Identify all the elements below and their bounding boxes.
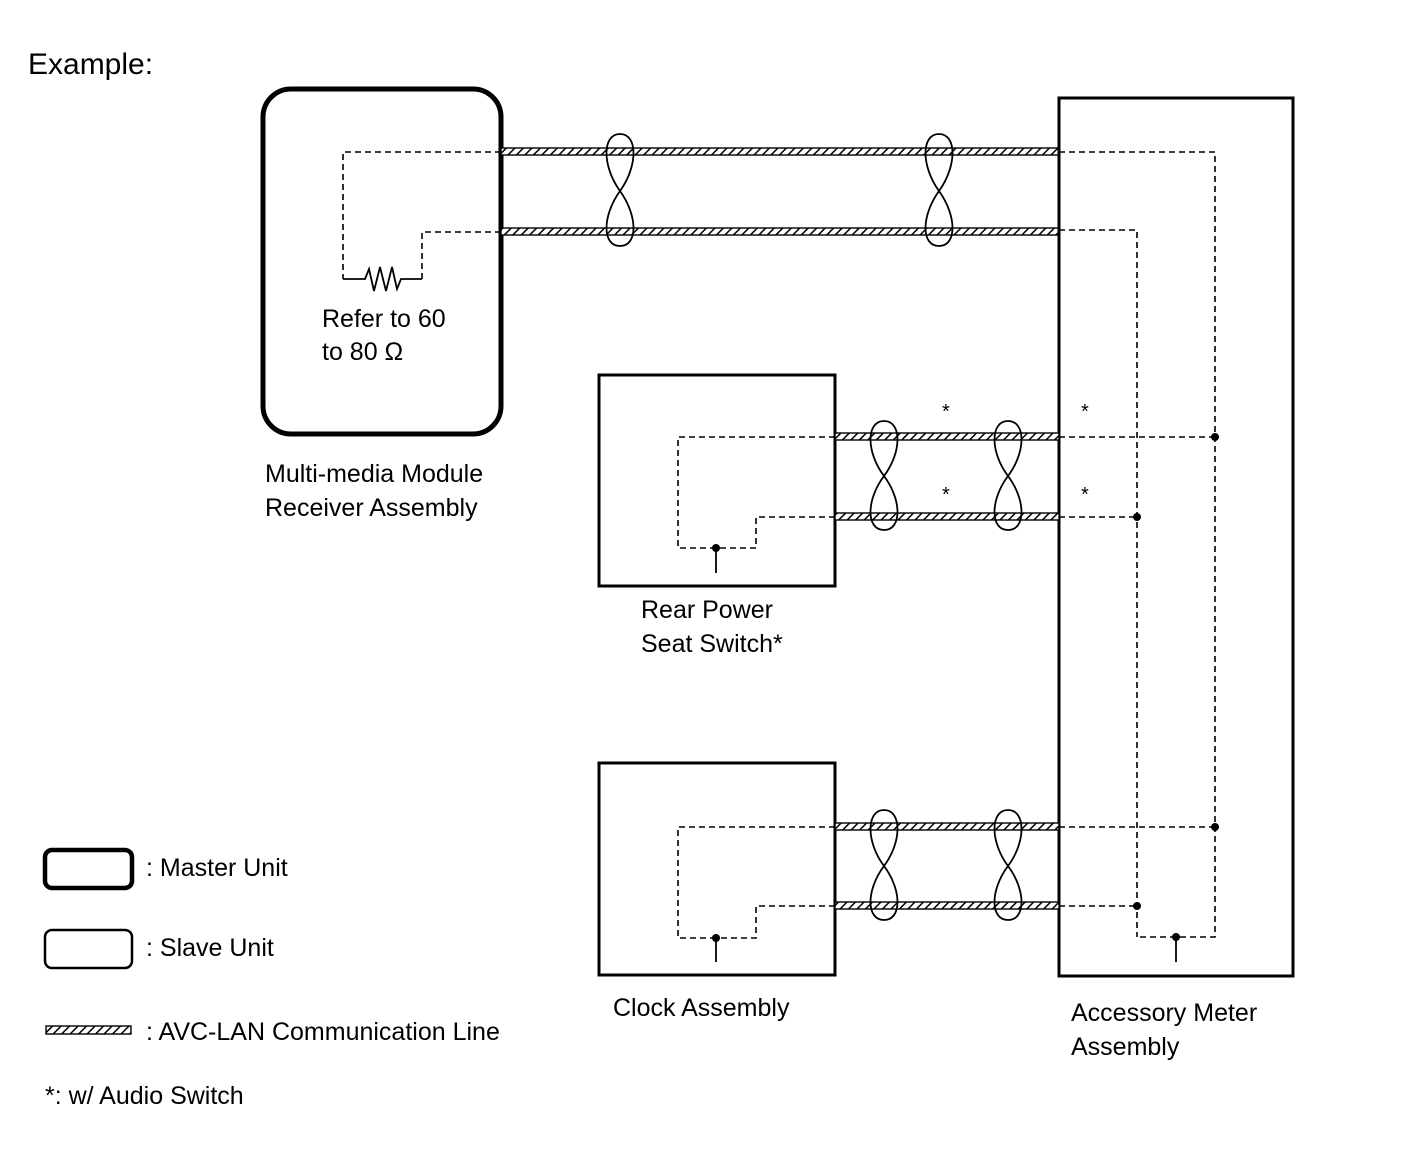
legend-master-unit-label: : Master Unit [146, 854, 288, 882]
page-title: Example: [28, 48, 153, 81]
junction-dot [1211, 823, 1219, 831]
twisted-pair-icon [924, 133, 954, 247]
asterisk-mark: * [1081, 401, 1089, 423]
master-unit-label-line2: Receiver Assembly [265, 494, 478, 522]
accessory-meter-label-line2: Assembly [1071, 1033, 1180, 1061]
accessory-meter-label-line1: Accessory Meter [1071, 999, 1257, 1027]
rear-switch-label-line1: Rear Power [641, 596, 773, 624]
avc-lan-line-clock-lower [834, 901, 1060, 910]
twisted-pair-icon [869, 420, 899, 531]
rear-power-seat-switch-box [597, 373, 837, 588]
rear-switch-label-line2: Seat Switch* [641, 630, 783, 658]
master-unit-label-line1: Multi-media Module [265, 460, 483, 488]
twisted-pair-icon [605, 133, 635, 247]
meter-internal-bus-lower [1059, 229, 1138, 937]
junction-dot [1211, 433, 1219, 441]
legend-footnote: *: w/ Audio Switch [45, 1082, 244, 1110]
master-internal-wire-upper [342, 151, 501, 279]
accessory-meter-box [1057, 96, 1295, 978]
legend-master-unit-icon [42, 847, 135, 891]
clock-assembly-label: Clock Assembly [613, 994, 790, 1022]
terminating-resistor-icon [343, 265, 422, 293]
resistor-note-line1: Refer to 60 [322, 305, 446, 333]
asterisk-mark: * [942, 484, 950, 506]
asterisk-mark: * [942, 401, 950, 423]
rear-switch-internal-wire-upper [677, 436, 835, 549]
avc-lan-line-clock-upper [834, 822, 1060, 831]
avc-lan-line-top-upper [500, 147, 1060, 156]
legend-slave-unit-icon [43, 928, 134, 970]
avc-lan-line-top-lower [500, 227, 1060, 236]
junction-dot [1133, 513, 1141, 521]
clock-assembly-box [597, 761, 837, 977]
clock-internal-wire-lower [716, 905, 835, 939]
rear-switch-internal-wire-lower [716, 516, 835, 549]
master-unit-box [260, 86, 504, 437]
asterisk-mark: * [1081, 484, 1089, 506]
legend-avc-lan-line-icon [45, 1025, 132, 1035]
twisted-pair-icon [869, 809, 899, 921]
twisted-pair-icon [993, 809, 1023, 921]
legend-avc-lan-line-label: : AVC-LAN Communication Line [146, 1018, 500, 1046]
twisted-pair-icon [993, 420, 1023, 531]
master-internal-wire-lower [421, 231, 501, 279]
clock-internal-wire-upper [677, 826, 835, 939]
avc-lan-line-rear-upper [834, 432, 1060, 441]
legend-slave-unit-label: : Slave Unit [146, 934, 274, 962]
resistor-note-line2: to 80 Ω [322, 338, 403, 366]
avc-lan-line-rear-lower [834, 512, 1060, 521]
junction-dot [1133, 902, 1141, 910]
